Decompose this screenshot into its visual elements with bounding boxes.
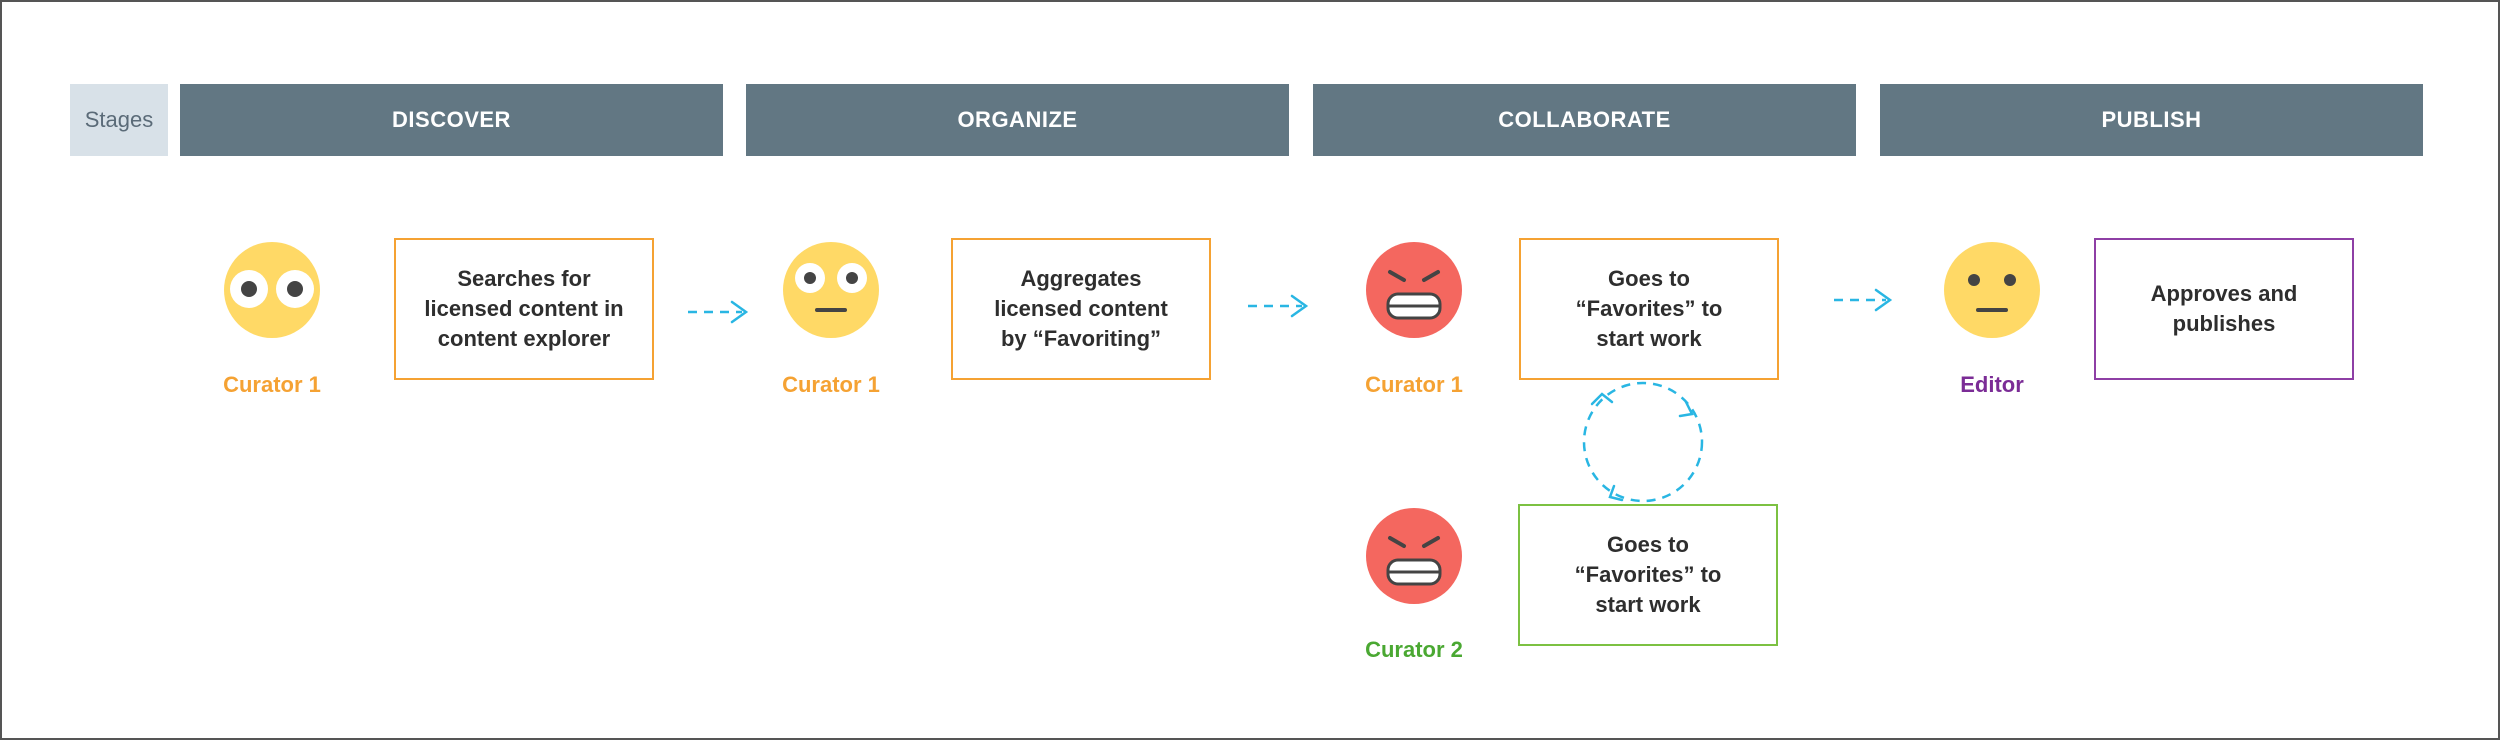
step-box-aggregate: Aggregates licensed content by “Favoriti… (951, 238, 1211, 380)
loop-arrowhead-icon (1590, 392, 1614, 406)
arrowhead-icon (1290, 294, 1309, 318)
loop-arrowhead-icon (1608, 484, 1624, 502)
grimacing-red-face-icon (1366, 508, 1462, 604)
stage-publish: PUBLISH (1880, 84, 2423, 156)
person-label-curator-2: Curator 2 (1365, 637, 1463, 662)
stage-discover: DISCOVER (180, 84, 723, 156)
stage-collaborate: COLLABORATE (1313, 84, 1856, 156)
step-box-favorites-curator-2: Goes to “Favorites” to start work (1518, 504, 1778, 646)
step-box-search: Searches for licensed content in content… (394, 238, 654, 380)
stages-label: Stages (70, 84, 168, 156)
person-label-curator-1: Curator 1 (223, 372, 321, 397)
wide-eyed-face-icon (224, 242, 320, 338)
stage-organize: ORGANIZE (746, 84, 1289, 156)
arrowhead-icon (1874, 288, 1893, 312)
person-label-curator-1: Curator 1 (782, 372, 880, 397)
loop-arrowhead-icon (1678, 400, 1694, 418)
step-box-favorites-curator-1: Goes to “Favorites” to start work (1519, 238, 1779, 380)
step-box-approve: Approves and publishes (2094, 238, 2354, 380)
neutral-wide-eyes-face-icon (783, 242, 879, 338)
collaboration-loop (1582, 381, 1704, 503)
neutral-face-icon (1944, 242, 2040, 338)
arrowhead-icon (730, 300, 749, 324)
grimacing-red-face-icon (1366, 242, 1462, 338)
person-label-editor: Editor (1960, 372, 2024, 397)
person-label-curator-1: Curator 1 (1365, 372, 1463, 397)
